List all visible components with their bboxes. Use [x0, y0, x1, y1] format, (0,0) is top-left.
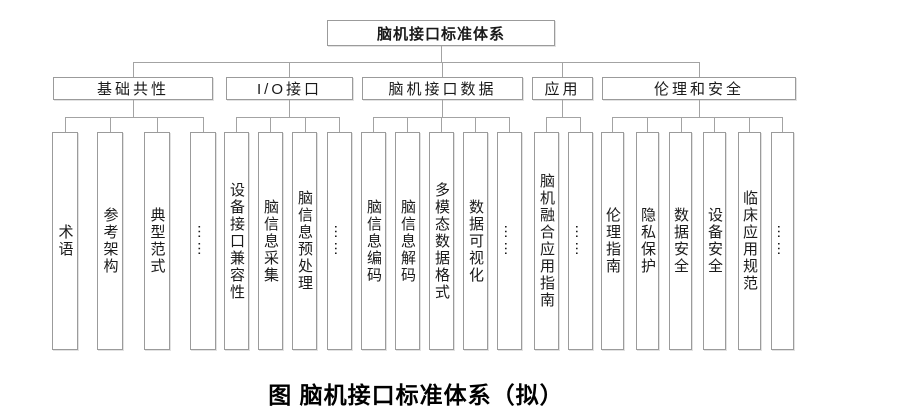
connector-line [203, 117, 204, 132]
connector-line [580, 117, 581, 132]
connector-line [562, 62, 563, 77]
node-leaf-device-security: 设备安全 [703, 132, 726, 350]
connector-line [509, 117, 510, 132]
connector-line [442, 100, 443, 117]
node-leaf-terminology: 术语 [52, 132, 78, 350]
category-label: I/O接口 [256, 81, 322, 98]
leaf-label: 临床应用规范 [741, 190, 758, 292]
connector-line [546, 117, 580, 118]
node-category-bci-data: 脑机接口数据 [362, 77, 523, 100]
leaf-label: 设备安全 [706, 207, 723, 275]
node-leaf-ellipsis: …… [327, 132, 352, 350]
connector-line [546, 117, 547, 132]
connector-line [373, 117, 374, 132]
leaf-label: …… [572, 224, 589, 258]
node-leaf-brain-info-acquisition: 脑信息采集 [258, 132, 283, 350]
node-leaf-data-security: 数据安全 [669, 132, 692, 350]
leaf-label: 脑信息采集 [262, 198, 279, 284]
leaf-label: 数据安全 [672, 207, 689, 275]
category-label: 脑机接口数据 [388, 81, 497, 98]
connector-line [289, 100, 290, 117]
connector-line [475, 117, 476, 132]
connector-line [647, 117, 648, 132]
connector-line [133, 62, 134, 77]
connector-line [236, 117, 340, 118]
connector-line [65, 117, 203, 118]
node-root-label: 脑机接口标准体系 [376, 25, 505, 43]
connector-line [236, 117, 237, 132]
node-leaf-ethics-guide: 伦理指南 [601, 132, 624, 350]
leaf-label: …… [331, 224, 348, 258]
leaf-label: 典型范式 [148, 207, 166, 275]
node-category-application: 应用 [532, 77, 593, 100]
node-root: 脑机接口标准体系 [327, 20, 555, 46]
connector-line [407, 117, 408, 132]
connector-line [442, 62, 443, 77]
node-leaf-multimodal-data-format: 多模态数据格式 [429, 132, 454, 350]
node-leaf-clinical-application-standard: 临床应用规范 [738, 132, 761, 350]
node-leaf-ellipsis: …… [497, 132, 522, 350]
leaf-label: 参考架构 [101, 207, 119, 275]
leaf-label: 多模态数据格式 [433, 181, 450, 301]
node-leaf-device-interface-compatibility: 设备接口兼容性 [224, 132, 249, 350]
connector-line [441, 46, 442, 62]
connector-line [441, 117, 442, 132]
node-leaf-ellipsis: …… [771, 132, 794, 350]
connector-line [699, 62, 700, 77]
node-category-io-interface: I/O接口 [226, 77, 353, 100]
leaf-label: …… [774, 224, 791, 258]
leaf-label: 脑信息预处理 [296, 190, 313, 292]
connector-line [714, 117, 715, 132]
connector-line [681, 117, 682, 132]
connector-line [305, 117, 306, 132]
connector-line [699, 100, 700, 117]
connector-line [133, 100, 134, 117]
leaf-label: …… [194, 224, 212, 258]
connector-line [749, 117, 750, 132]
category-label: 伦理和安全 [653, 81, 744, 98]
leaf-label: 隐私保护 [639, 207, 656, 275]
node-leaf-brain-info-encoding: 脑信息编码 [361, 132, 386, 350]
connector-line [562, 100, 563, 117]
node-leaf-brain-info-decoding: 脑信息解码 [395, 132, 420, 350]
connector-line [270, 117, 271, 132]
connector-line [133, 62, 699, 63]
connector-line [339, 117, 340, 132]
leaf-label: 设备接口兼容性 [228, 181, 245, 301]
category-label: 应用 [544, 81, 581, 98]
node-leaf-ellipsis: …… [568, 132, 593, 350]
node-leaf-ellipsis: …… [190, 132, 216, 350]
node-leaf-data-visualization: 数据可视化 [463, 132, 488, 350]
node-leaf-reference-architecture: 参考架构 [97, 132, 123, 350]
node-category-basic-common: 基础共性 [53, 77, 213, 100]
leaf-label: …… [501, 224, 518, 258]
leaf-label: 术语 [56, 224, 74, 258]
leaf-label: 伦理指南 [604, 207, 621, 275]
leaf-label: 脑机融合应用指南 [538, 173, 555, 309]
connector-line [612, 117, 782, 118]
node-leaf-brain-info-preprocessing: 脑信息预处理 [292, 132, 317, 350]
category-label: 基础共性 [96, 81, 169, 98]
node-leaf-brain-machine-fusion-application-guide: 脑机融合应用指南 [534, 132, 559, 350]
connector-line [612, 117, 613, 132]
connector-line [289, 62, 290, 77]
connector-line [782, 117, 783, 132]
connector-line [110, 117, 111, 132]
connector-line [157, 117, 158, 132]
node-leaf-typical-paradigm: 典型范式 [144, 132, 170, 350]
leaf-label: 脑信息编码 [365, 198, 382, 284]
connector-line [65, 117, 66, 132]
node-category-ethics-safety: 伦理和安全 [602, 77, 796, 100]
node-leaf-privacy-protection: 隐私保护 [636, 132, 659, 350]
figure-caption: 图 脑机接口标准体系（拟） [268, 382, 564, 408]
leaf-label: 数据可视化 [467, 198, 484, 284]
leaf-label: 脑信息解码 [399, 198, 416, 284]
